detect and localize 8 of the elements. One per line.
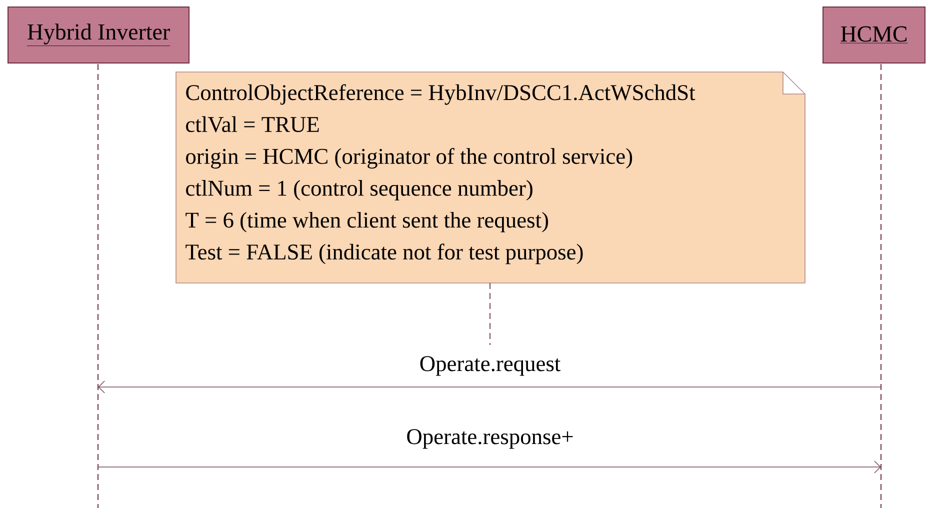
message-arrow: [98, 460, 881, 474]
note-box: ControlObjectReference = HybInv/DSCC1.ActWSchdSt ctlVal = TRUE origin = HCMC (originator of the control service) ctlNum = 1 (control sequence number) T = 6 (time when client sent the request) Test = FALSE (indicate not for test purpose): [176, 72, 806, 284]
lifeline: [880, 64, 882, 508]
edge-label: Operate.response+: [405, 428, 575, 450]
message-arrow: [98, 380, 882, 394]
actor-box: Hybrid Inverter: [8, 6, 190, 64]
edge-label: Operate.request: [418, 355, 562, 377]
actor-box: HCMC: [822, 6, 926, 64]
